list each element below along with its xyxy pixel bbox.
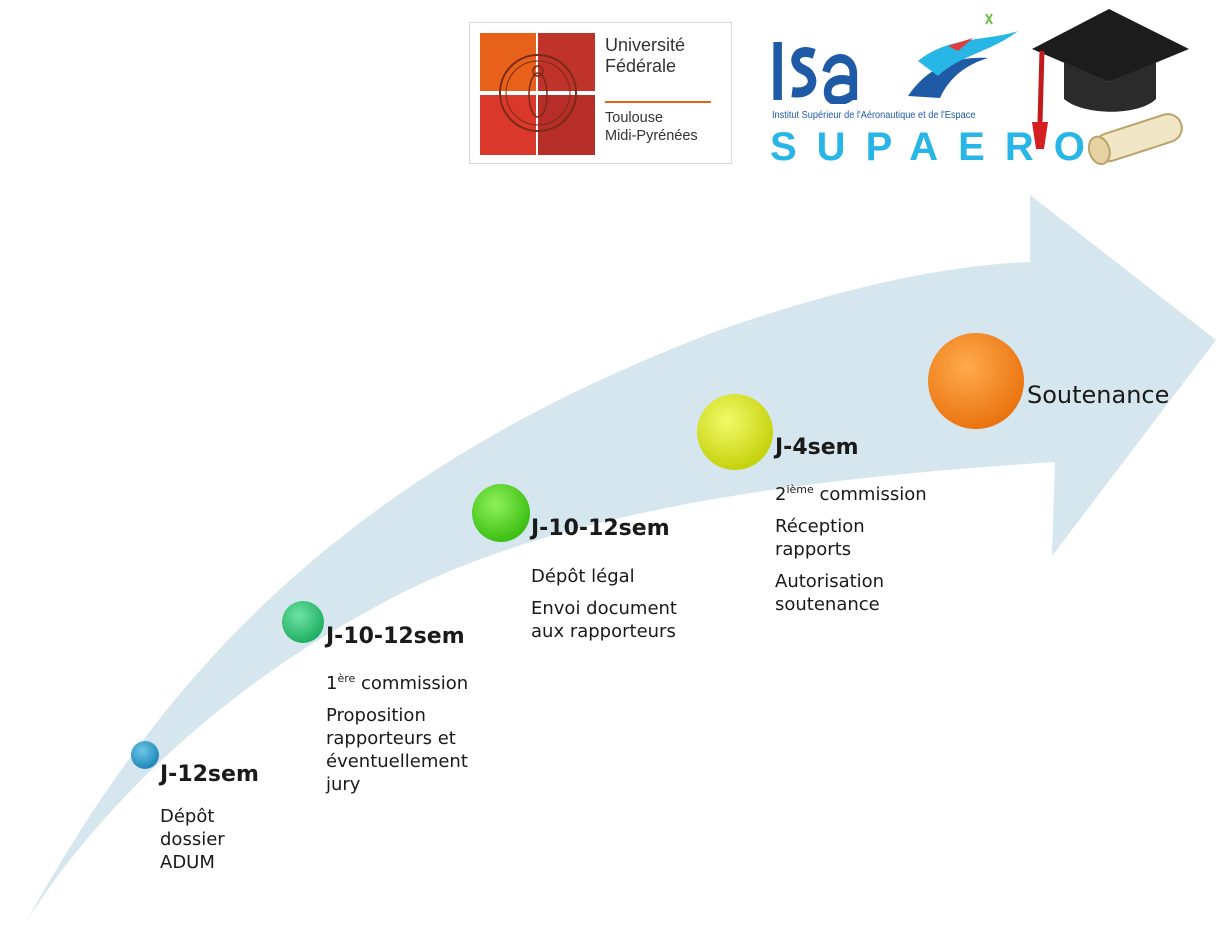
isae-letters-icon [773, 42, 858, 106]
milestone-dot-5 [928, 333, 1024, 429]
milestone-1-title: J-12sem [160, 762, 259, 787]
milestone-4-commission-num: 2 [775, 484, 787, 505]
milestone-2-commission-text: commission [355, 673, 469, 694]
uft-city-line-1: Toulouse [605, 110, 664, 126]
milestone-4-commission-sup: ième [786, 483, 814, 496]
uft-logo: Université Fédérale Toulouse Midi-Pyréné… [469, 22, 732, 164]
milestone-dot-3 [472, 484, 530, 542]
milestone-4-text: 2ième commission Réception rapports Auto… [775, 483, 975, 616]
milestone-4-commission: 2ième commission [775, 483, 975, 506]
milestone-3-paragraph-1: Dépôt légal [531, 565, 731, 588]
uft-name-line-1: Université [605, 35, 686, 55]
timeline-arrow [26, 195, 1216, 922]
milestone-dot-2 [282, 601, 324, 643]
milestone-1-line-2: dossier [160, 829, 225, 850]
milestone-2-title: J-10-12sem [326, 624, 465, 649]
milestone-4-line-2: rapports [775, 539, 852, 560]
uft-seal-icon [480, 33, 595, 155]
milestone-4-title: J-4sem [775, 435, 859, 460]
milestone-3-text: Dépôt légal Envoi document aux rapporteu… [531, 565, 731, 643]
milestone-1-line-3: ADUM [160, 852, 215, 873]
milestone-dot-4 [697, 394, 773, 470]
milestone-4-line-4: soutenance [775, 594, 880, 615]
uft-city-line-2: Midi-Pyrénées [605, 128, 698, 144]
milestone-2-line-3: éventuellement [326, 751, 468, 772]
milestone-2-commission: 1ère commission [326, 672, 506, 695]
milestone-3-paragraph-2: Envoi document aux rapporteurs [531, 597, 731, 643]
uft-name-line-2: Fédérale [605, 56, 677, 76]
milestone-3-title: J-10-12sem [531, 516, 670, 541]
graduation-cap-icon [1032, 9, 1189, 166]
milestone-2-text: 1ère commission Proposition rapporteurs … [326, 672, 506, 796]
milestone-3-line-2: Envoi document [531, 598, 677, 619]
bird-icon [908, 13, 1018, 98]
uft-divider [605, 101, 711, 103]
milestone-1-line-1: Dépôt [160, 806, 215, 827]
isae-supaero-logo: Institut Supérieur de l'Aéronautique et … [770, 6, 1085, 174]
isae-wordmark [770, 24, 872, 117]
milestone-3-line-3: aux rapporteurs [531, 621, 676, 642]
milestone-3-line-1: Dépôt légal [531, 566, 635, 587]
milestone-4-line-1: Réception [775, 516, 865, 537]
milestone-2-line-2: rapporteurs et [326, 728, 456, 749]
supaero-wordmark: SUPAERO [770, 125, 1105, 169]
milestone-2-line-4: jury [326, 774, 361, 795]
milestone-5-title: Soutenance [1027, 381, 1170, 409]
milestone-4-paragraph-1: Réception rapports [775, 515, 975, 561]
isae-subtitle: Institut Supérieur de l'Aéronautique et … [772, 110, 976, 121]
milestone-2-line-1: Proposition [326, 705, 426, 726]
milestone-4-line-3: Autorisation [775, 571, 885, 592]
milestone-2-paragraph: Proposition rapporteurs et éventuellemen… [326, 704, 506, 796]
milestone-4-commission-text: commission [813, 484, 927, 505]
milestone-1-text: Dépôt dossier ADUM [160, 805, 300, 874]
milestone-2-commission-sup: ère [337, 672, 356, 685]
milestone-2-commission-num: 1 [326, 673, 338, 694]
milestone-dot-1 [131, 741, 159, 769]
milestone-4-paragraph-2: Autorisation soutenance [775, 570, 975, 616]
